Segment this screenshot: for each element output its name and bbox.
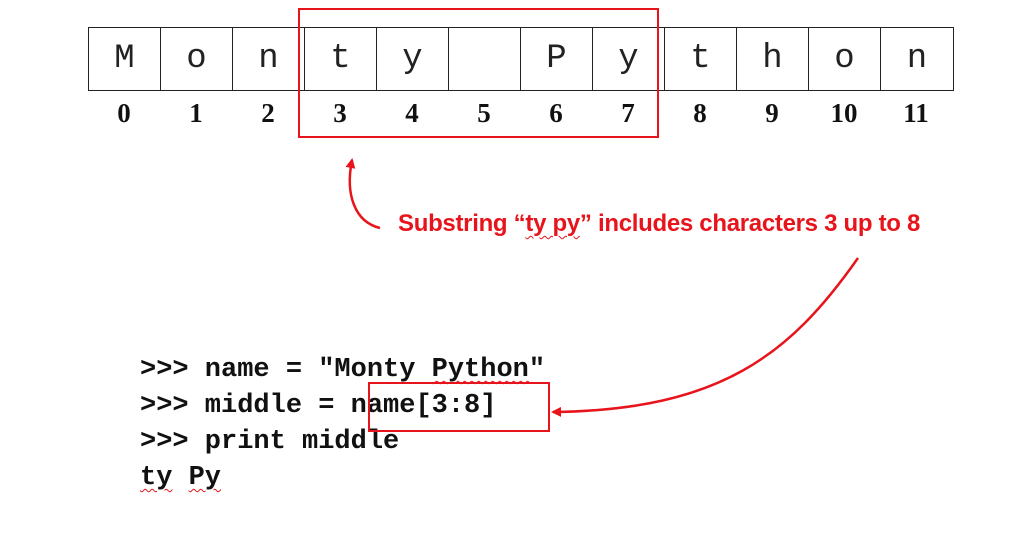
char-cell bbox=[449, 28, 521, 90]
char-cell: y bbox=[377, 28, 449, 90]
python-code-block: >>> name = "Monty Python" >>> middle = n… bbox=[140, 352, 545, 496]
char-cell: h bbox=[737, 28, 809, 90]
index-label: 5 bbox=[477, 98, 491, 128]
code-text: " bbox=[528, 355, 546, 385]
arrow-to-substring bbox=[345, 158, 381, 230]
char-cell: M bbox=[89, 28, 161, 90]
code-line-print: >>> print middle bbox=[140, 427, 400, 457]
char-cell: t bbox=[305, 28, 377, 90]
output-word: ty bbox=[140, 463, 173, 493]
arrow-to-code bbox=[551, 257, 860, 417]
index-label: 9 bbox=[765, 98, 779, 128]
output-word: Py bbox=[188, 463, 222, 493]
index-label: 1 bbox=[189, 98, 203, 128]
code-output: ty Py bbox=[140, 460, 545, 496]
index-label-row: 0 1 2 3 4 5 6 7 8 9 10 11 bbox=[88, 98, 952, 129]
index-label: 2 bbox=[261, 98, 275, 128]
index-label: 3 bbox=[333, 98, 347, 128]
slice-highlight-box bbox=[368, 382, 550, 432]
code-text: >>> name = "Monty bbox=[140, 355, 432, 385]
char-cell: t bbox=[665, 28, 737, 90]
substring-annotation: Substring “ty py” includes characters 3 … bbox=[398, 210, 920, 238]
char-cell: n bbox=[233, 28, 305, 90]
code-line-assign-name: >>> name = "Monty Python" bbox=[140, 352, 545, 388]
char-cell: P bbox=[521, 28, 593, 90]
index-label: 10 bbox=[830, 98, 858, 128]
annotation-text-after: ” includes characters 3 up to 8 bbox=[579, 210, 921, 237]
slice-expression: name[3:8] bbox=[350, 391, 497, 421]
code-text: >>> middle = bbox=[140, 391, 351, 421]
index-label: 4 bbox=[405, 98, 419, 128]
char-cell: y bbox=[593, 28, 665, 90]
index-label: 11 bbox=[903, 98, 929, 128]
index-label: 8 bbox=[693, 98, 707, 128]
annotation-substring: ty py bbox=[525, 210, 580, 237]
code-line-assign-middle: >>> middle = name[3:8] bbox=[140, 388, 545, 424]
char-cell: o bbox=[161, 28, 233, 90]
code-squiggle-word: Python bbox=[431, 355, 529, 385]
annotation-text-before: Substring “ bbox=[398, 210, 526, 237]
char-cell: n bbox=[906, 40, 928, 78]
char-cell: o bbox=[809, 28, 881, 90]
index-label: 6 bbox=[549, 98, 563, 128]
index-label: 0 bbox=[117, 98, 131, 128]
substring-highlight-box bbox=[298, 8, 659, 138]
index-label: 7 bbox=[621, 98, 635, 128]
